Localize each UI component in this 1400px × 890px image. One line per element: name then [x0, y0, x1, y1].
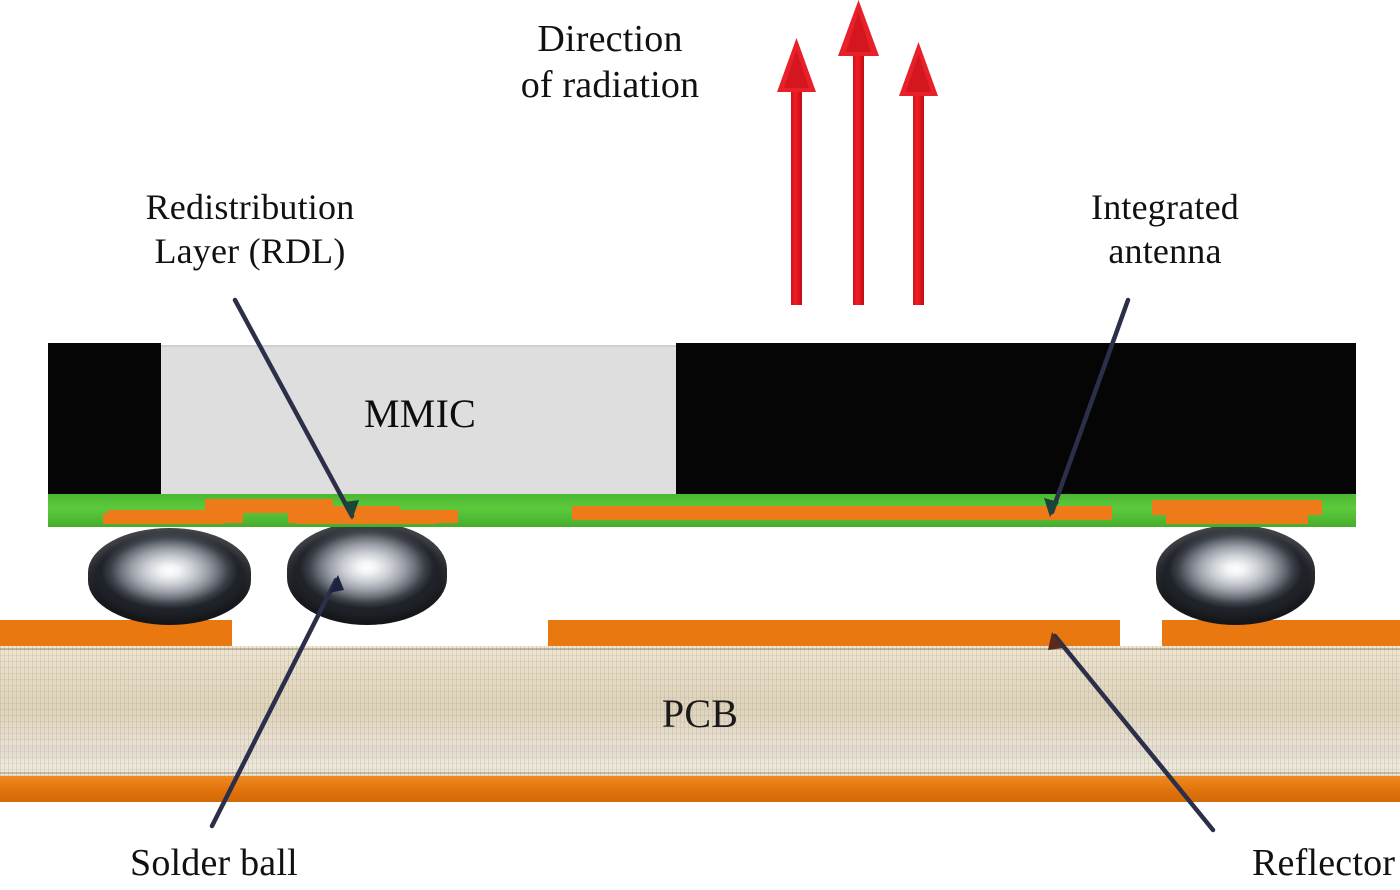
package-pad: [103, 513, 225, 524]
label-mmic: MMIC: [364, 391, 476, 436]
radiation-arrow-right: [899, 42, 938, 305]
label-pcb: PCB: [661, 691, 739, 736]
pcb-bottom-edge: [0, 772, 1400, 774]
solder-ball-3: [1156, 525, 1315, 625]
reflector-plane: [548, 620, 1120, 648]
label-direction-of-radiation: Direction of radiation: [520, 18, 700, 107]
label-reflector: Reflector: [1252, 842, 1396, 884]
pcb-top-edge: [0, 648, 1400, 650]
pcb-top-copper-right: [1162, 620, 1400, 648]
radiation-arrow-center: [838, 0, 879, 305]
radiation-arrow-left: [777, 38, 816, 305]
label-redistribution-layer: Redistribution Layer (RDL): [145, 187, 355, 271]
mold-compound-left: [48, 343, 161, 495]
mold-compound-right: [676, 343, 1356, 495]
solder-ball-2: [287, 522, 447, 625]
integrated-antenna-trace: [572, 506, 1112, 520]
label-integrated-antenna: Integrated antenna: [1091, 187, 1239, 271]
label-solder-ball: Solder ball: [130, 842, 298, 884]
rdl-copper-trace: [1152, 500, 1322, 515]
pcb-bottom-copper: [0, 776, 1400, 802]
package-pad: [296, 513, 436, 524]
package-pad: [1166, 513, 1308, 524]
pcb-top-copper-left: [0, 620, 232, 648]
solder-ball-1: [88, 528, 251, 625]
